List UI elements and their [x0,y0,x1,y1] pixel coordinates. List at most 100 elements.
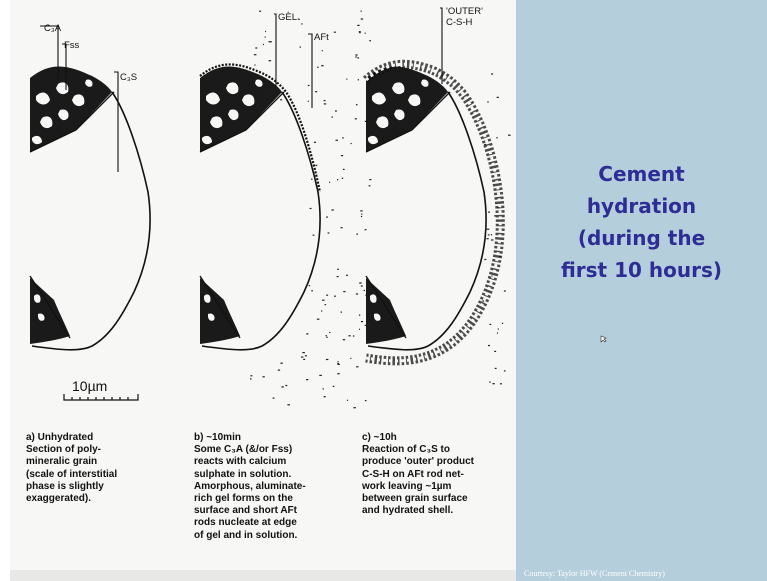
aft-rod-mark [309,285,310,286]
courtesy-credit: Courtesy: Taylor HFW (Cement Chemistry) [524,569,665,578]
aft-rod-mark [358,79,359,80]
aft-rod-mark [254,54,257,55]
aft-rod-mark [281,386,283,387]
label-c3a: C₃A [44,23,62,34]
aft-rod-mark [489,382,491,383]
aft-rod-mark [361,321,363,322]
aft-rod-mark [491,73,493,74]
slide-left-margin [0,0,10,581]
aft-rod-mark [490,324,492,325]
mouse-cursor-icon [600,335,608,343]
aft-rod-mark [341,312,342,313]
aft-rod-mark [353,407,356,408]
aft-rod-mark [496,137,497,138]
aft-rod-mark [353,335,355,336]
scale-bar [64,394,138,400]
aft-rod-mark [334,32,336,33]
aft-rod-mark [271,41,272,42]
aft-rod-mark [488,234,490,235]
aft-rod-mark [487,238,489,239]
aft-rod-mark [326,337,327,338]
aft-rod-mark [365,121,366,122]
aft-rod-mark [482,300,484,301]
aft-rod-mark [357,25,359,26]
aft-rod-mark [351,143,352,144]
aft-rod-mark [250,378,252,379]
label-gel: GEL [278,12,297,23]
aft-rod-mark [269,60,272,61]
aft-rod-mark [498,328,499,329]
aft-rod-mark [359,329,360,330]
aft-rod-mark [255,47,257,48]
panel-b-aft-rods [250,11,371,409]
aft-rod-mark [303,359,305,360]
aft-rod-mark [504,370,506,371]
aft-rod-mark [487,229,490,230]
aft-rod-mark [306,379,308,380]
aft-rod-mark [348,335,350,336]
aft-rod-mark [288,12,289,13]
aft-rod-mark [338,361,339,362]
aft-rod-mark [369,185,371,186]
aft-rod-mark [492,383,494,384]
aft-rod-mark [326,295,328,296]
aft-rod-mark [361,285,363,286]
scale-bar-label: 10µm [72,378,107,394]
aft-rod-mark [313,235,315,236]
aft-rod-mark [336,140,338,141]
aft-rod-mark [311,290,313,291]
aft-rod-mark [325,304,327,305]
aft-rod-mark [265,31,266,32]
aft-rod-mark [306,333,308,334]
aft-rod-mark [365,400,367,401]
aft-rod-mark [322,300,324,301]
slide-bottom-strip [10,570,516,581]
aft-rod-mark [273,398,275,399]
aft-rod-mark [266,91,268,92]
aft-rod-mark [492,275,493,276]
aft-rod-mark [355,56,357,57]
aft-rod-mark [356,234,358,235]
aft-rod-mark [500,383,502,384]
aft-rod-mark [343,291,345,292]
aft-rod-mark [305,355,307,356]
label-aft: AFt [314,32,329,43]
aft-rod-mark [494,351,496,352]
aft-rod-mark [317,67,319,68]
aft-rod-mark [337,276,339,277]
aft-rod-mark [317,319,320,320]
aft-rod-mark [302,352,305,353]
aft-rod-mark [311,179,312,180]
aft-rod-mark [321,310,322,311]
aft-rod-mark [341,227,343,228]
aft-rod-mark [326,335,327,336]
aft-rod-mark [484,196,486,197]
aft-rod-mark [259,11,261,12]
panel-b-grain [200,64,320,349]
aft-rod-mark [359,315,360,316]
aft-rod-mark [356,293,358,294]
aft-rod-mark [315,165,317,166]
aft-rod-mark [341,155,343,156]
aft-rod-mark [308,101,309,102]
aft-rod-mark [361,18,363,19]
aft-rod-mark [357,57,359,58]
aft-rod-mark [254,64,255,65]
slide-title: Cement hydration (during the first 10 ho… [516,158,767,286]
caption-panel-a: a) Unhydrated Section of poly- mineralic… [26,432,176,505]
aft-rod-mark [280,99,282,100]
panel-a-grain [30,66,150,349]
aft-rod-mark [324,103,327,104]
aft-rod-mark [319,375,322,376]
aft-rod-mark [329,182,330,183]
aft-rod-mark [329,332,330,333]
aft-rod-mark [324,100,326,101]
aft-rod-mark [495,368,497,369]
aft-rod-mark [356,366,358,367]
aft-rod-mark [361,11,362,12]
aft-rod-mark [365,325,366,326]
aft-rod-mark [322,50,323,51]
aft-rod-mark [508,135,511,136]
aft-rod-mark [334,296,336,297]
